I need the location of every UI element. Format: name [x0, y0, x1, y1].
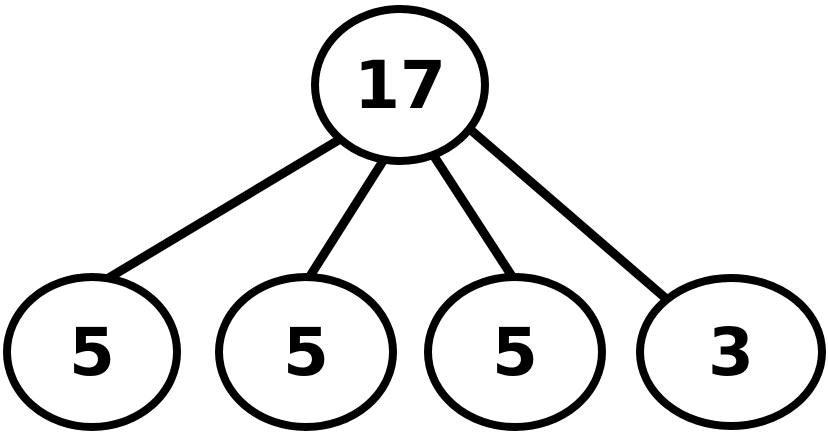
child-node-1-circle	[215, 273, 397, 431]
edge-root-to-child-1	[300, 145, 395, 289]
child-node-3-label: 3	[708, 314, 754, 391]
root-node-circle	[311, 5, 489, 165]
edge-root-to-child-2	[425, 145, 522, 289]
edge-root-to-child-0	[92, 127, 357, 290]
child-node-3-circle	[636, 274, 826, 430]
child-node-1-label: 5	[283, 314, 329, 391]
edge-root-to-child-3	[460, 120, 675, 307]
child-node-2-label: 5	[492, 314, 538, 391]
root-node-label: 17	[354, 47, 446, 124]
child-node-2-circle	[424, 273, 606, 431]
child-node-0-label: 5	[69, 314, 115, 391]
child-node-0-circle	[3, 273, 181, 431]
